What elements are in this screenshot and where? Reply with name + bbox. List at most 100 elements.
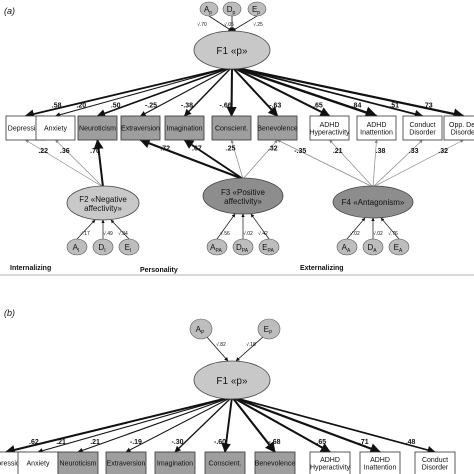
latent-path-f2-2	[110, 219, 130, 240]
b-observed-box-con-label: Conscient.	[208, 461, 241, 468]
panel-b-tag: (b)	[4, 308, 15, 318]
observed-box-ima-label: Imagination	[166, 126, 202, 133]
observed-box-ben	[257, 115, 298, 141]
f1-path-ina	[231, 65, 378, 119]
b-f1-loading-ben: -.68	[269, 439, 281, 446]
b-f1-loading-hyp: .65	[316, 439, 326, 446]
b-observed-box-ina-label: Inattention	[364, 464, 397, 471]
factor-f4-label: F4 «Antagonism»	[342, 198, 405, 207]
sub-path-f3-ima	[183, 139, 244, 180]
b-f1-path-ext	[125, 396, 233, 453]
factor-f1	[193, 30, 271, 70]
top-latent-path-Ep	[231, 15, 258, 32]
f1-path-hyp	[231, 66, 331, 117]
latent-Dp-label: Dp	[227, 5, 236, 16]
f1-loading-cd: .51	[389, 103, 399, 110]
b-f1-loading-anx: .21	[56, 439, 66, 446]
b-latent-Ep	[257, 318, 281, 340]
b-top-latent-path-Ep	[235, 335, 265, 362]
sub-path-f2-neu	[93, 139, 104, 188]
factor-f3-label: F3 «Positive	[221, 188, 266, 197]
latent-Ep-label: Ep	[252, 5, 260, 16]
latent-path-f3-0	[216, 213, 236, 240]
sub-path-f3-con	[230, 139, 244, 180]
observed-box-hyp-label: ADHD	[320, 122, 340, 129]
latent-f4-EA-label: EA	[394, 243, 403, 254]
factor-f2-label: F2 «Negative	[79, 195, 127, 204]
observed-box-odd-label: Disorder	[451, 129, 474, 136]
latent-f4-AA-label: AA	[342, 243, 351, 254]
latent-f2-EI-variance: √.34	[118, 230, 128, 237]
factor-f3-label: affectivity»	[224, 197, 262, 206]
f1-path-ben	[231, 66, 279, 117]
b-f1-path-ben	[231, 396, 276, 453]
b-f1-path-con	[221, 396, 233, 453]
sub-path-f4-cd	[372, 139, 423, 188]
b-observed-box-hyp-label: ADHD	[320, 457, 340, 464]
b-top-latent-path-Ap	[205, 335, 229, 362]
b-latent-Ap-label: AP	[196, 325, 205, 336]
sub-path-f2-anx	[55, 139, 104, 188]
b-f1-loading-ina: .71	[359, 439, 369, 446]
observed-box-hyp-label: Hyperactivity	[309, 129, 350, 136]
b-observed-box-ext	[105, 451, 147, 474]
b-f1-loading-ima: -.30	[172, 439, 184, 446]
f1-path-ext	[139, 66, 233, 117]
observed-box-con	[211, 115, 252, 141]
observed-box-odd-label: Opp. Def.	[449, 122, 474, 129]
observed-box-ext	[120, 115, 161, 141]
b-observed-box-cd-label: Disorder	[422, 464, 449, 471]
latent-Ap-variance: √.70	[197, 21, 207, 28]
observed-box-ina-label: Inattention	[360, 129, 393, 136]
sub-loading-f2-anx: .36	[60, 148, 70, 155]
b-latent-Ep-label: EP	[264, 325, 273, 336]
f1-path-ima	[183, 66, 233, 117]
b-f1-loading-con: -.60	[214, 439, 226, 446]
latent-Dp	[222, 1, 242, 17]
b-latent-Ap	[189, 318, 213, 340]
latent-f3-DPA	[232, 238, 254, 256]
f1-loading-neu: .50	[111, 103, 121, 110]
latent-Ep-variance: √.25	[253, 21, 263, 28]
observed-box-neu-label: Neuroticism	[79, 126, 116, 133]
b-observed-box-ina-label: ADHD	[370, 457, 390, 464]
f1-loading-hyp: .65	[313, 103, 323, 110]
observed-box-hyp	[309, 115, 350, 141]
observed-box-cd-label: Disorder	[409, 129, 436, 136]
latent-f3-APA-label: APA	[210, 243, 222, 254]
group-label-internalizing: Internalizing	[10, 265, 51, 272]
latent-f4-AA	[336, 238, 358, 256]
sub-loading-f4-ina: .38	[376, 148, 386, 155]
panel-b: AP√.82EP√.18.62.21.21-.19-.30-.60-.68.65…	[0, 318, 456, 474]
latent-Ap-label: Ap	[204, 5, 212, 16]
sub-loading-f3-ima: .67	[192, 146, 202, 153]
sub-path-f4-odd	[372, 139, 464, 188]
latent-path-f3-2	[250, 213, 270, 240]
observed-box-con-label: Conscient.	[215, 126, 248, 133]
latent-f2-DI-label: DI	[98, 243, 105, 254]
latent-f2-EI-label: EI	[125, 243, 132, 254]
latent-f3-DPA-variance: √.02	[243, 230, 253, 237]
latent-path-f4-2	[380, 217, 400, 240]
b-f1-path-hyp	[231, 396, 331, 453]
b-f1-path-cd	[231, 396, 436, 455]
latent-Dp-variance: √.05	[224, 21, 234, 28]
f1-loading-anx: .20	[76, 103, 86, 110]
group-label-personality: Personality	[140, 267, 178, 274]
observed-box-odd	[443, 115, 474, 141]
latent-path-f4-0	[346, 217, 366, 240]
f1-loading-con: -.66	[220, 103, 232, 110]
sub-path-f2-dep	[25, 139, 104, 188]
b-observed-box-ben-label: Benevolence	[255, 461, 296, 468]
latent-f4-AA-variance: √.02	[350, 230, 360, 237]
b-factor-f1	[193, 360, 271, 400]
b-f1-loading-dep: .62	[29, 439, 39, 446]
observed-box-neu	[77, 115, 118, 141]
latent-f2-EI	[118, 238, 140, 256]
latent-path-f2-0	[76, 219, 96, 240]
latent-f3-APA	[206, 238, 228, 256]
sub-path-f4-ben	[277, 139, 374, 188]
panel-a-tag: (a)	[4, 6, 15, 16]
observed-box-ima	[164, 115, 205, 141]
